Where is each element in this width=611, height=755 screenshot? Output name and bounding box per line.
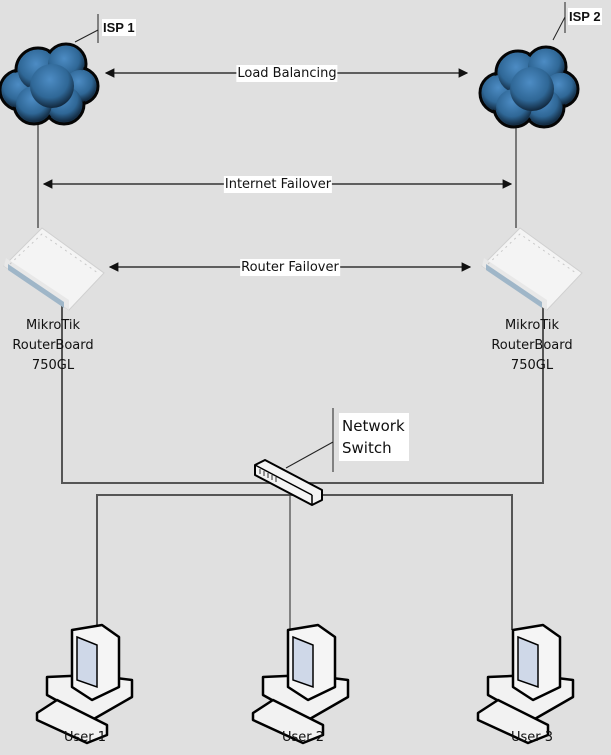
user1-label: User 1 bbox=[63, 730, 107, 745]
load-balancing-label: Load Balancing bbox=[236, 65, 338, 82]
network-switch-icon bbox=[254, 459, 323, 506]
router2-icon bbox=[481, 227, 583, 311]
router2-label: MikroTik RouterBoard 750GL bbox=[491, 316, 572, 376]
router1-label: MikroTik RouterBoard 750GL bbox=[12, 316, 93, 376]
isp1-cloud-icon bbox=[0, 42, 100, 126]
router2-label-line3: 750GL bbox=[510, 358, 554, 373]
user2-computer-icon bbox=[251, 623, 350, 745]
router2-label-line1: MikroTik bbox=[504, 318, 560, 333]
switch-label-line2: Switch bbox=[342, 439, 392, 457]
router-failover-label: Router Failover bbox=[240, 259, 340, 276]
router1-label-line1: MikroTik bbox=[25, 318, 81, 333]
router2-label-line2: RouterBoard bbox=[491, 338, 573, 353]
internet-failover-label: Internet Failover bbox=[223, 176, 333, 193]
switch-label-line1: Network bbox=[342, 417, 405, 435]
user3-label: User 3 bbox=[510, 730, 554, 745]
router1-label-line2: RouterBoard bbox=[12, 338, 94, 353]
user2-label: User 2 bbox=[281, 730, 325, 745]
isp1-label: ISP 1 bbox=[102, 19, 136, 36]
isp2-cloud-icon bbox=[478, 45, 580, 129]
router1-label-line3: 750GL bbox=[31, 358, 75, 373]
user3-computer-icon bbox=[476, 623, 575, 745]
router1-icon bbox=[3, 227, 105, 311]
network-switch-label: Network Switch bbox=[339, 413, 409, 461]
user1-computer-icon bbox=[35, 623, 134, 745]
isp2-label: ISP 2 bbox=[568, 8, 602, 25]
